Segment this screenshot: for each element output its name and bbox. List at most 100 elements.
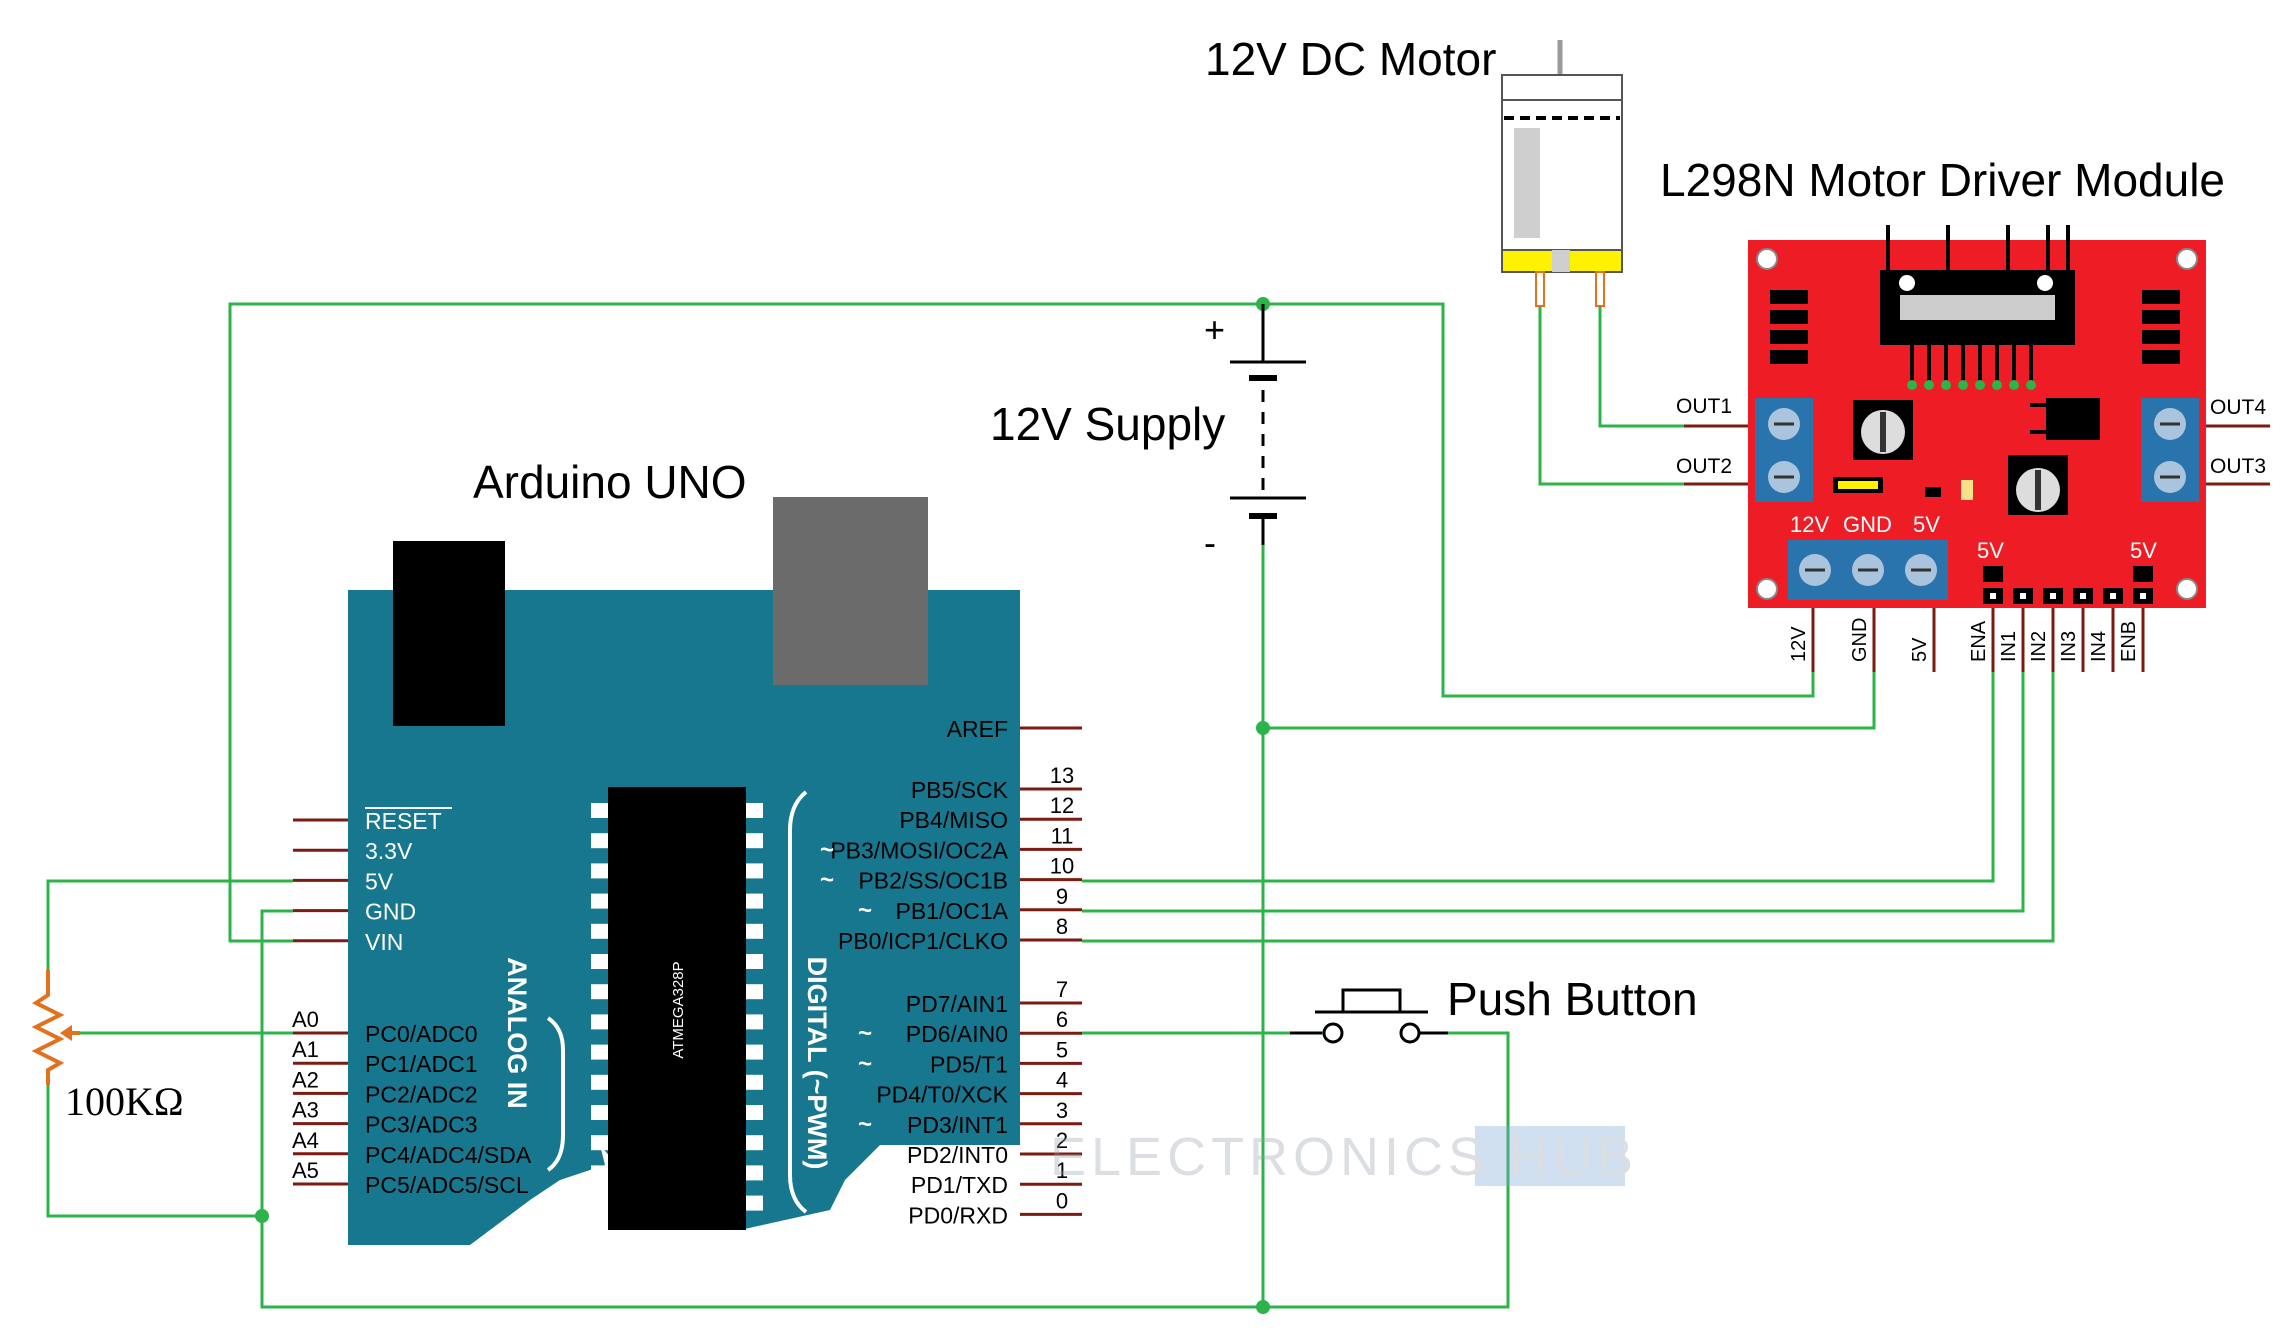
ic-leg-pad	[1992, 380, 2002, 390]
chip-pin	[591, 923, 608, 939]
digital-pin-number: 4	[1056, 1068, 1068, 1093]
terminal-label-5v: 5V	[1913, 512, 1940, 537]
digital-pin-name: PD5/T1	[930, 1051, 1008, 1077]
chip-pin	[591, 1044, 608, 1060]
analog-pin-number: A3	[292, 1098, 319, 1123]
pwm-marker: ~	[858, 1111, 872, 1138]
jumper-label-5v-left: 5V	[1977, 538, 2004, 563]
digital-pin-name: PD2/INT0	[907, 1142, 1008, 1168]
header-pin-hole	[2050, 593, 2056, 599]
push-button	[1290, 988, 1448, 1044]
supply-label: 12V Supply	[990, 398, 1225, 450]
jumper-pin	[2133, 566, 2153, 582]
analog-bracket	[546, 1016, 565, 1172]
wire-driver-gnd	[1263, 635, 1876, 730]
out1-label: OUT1	[1676, 395, 1732, 418]
chip-pin	[746, 1195, 763, 1211]
driver-pin-label-5v: 5V	[1909, 637, 1931, 662]
pin-label-gnd: GND	[365, 899, 416, 925]
pin-aref-label: AREF	[947, 716, 1008, 742]
driver-pin-label-in4: IN4	[2088, 631, 2110, 662]
analog-pin-name: PC1/ADC1	[365, 1051, 477, 1077]
digital-bracket	[788, 790, 808, 1214]
supply-minus: -	[1204, 522, 1216, 563]
wire-pot-gnd	[46, 1085, 262, 1218]
pwm-marker: ~	[820, 867, 834, 894]
header-pin-hole	[2140, 593, 2146, 599]
wire-motor-out2	[1538, 306, 1738, 486]
chip-pin	[591, 833, 608, 849]
analog-in-label: ANALOG IN	[502, 957, 532, 1109]
chip-pin	[591, 863, 608, 879]
pot-value-label: 100KΩ	[65, 1079, 184, 1124]
pin-label-5v: 5V	[365, 868, 394, 894]
chip-pin	[591, 1105, 608, 1120]
ic-leg-pad	[2009, 380, 2019, 390]
wire-5v-pot	[46, 879, 293, 970]
chip-pin	[591, 803, 608, 818]
out2-label: OUT2	[1676, 455, 1732, 478]
chip-pin	[746, 984, 763, 1000]
chip-pin	[746, 863, 763, 879]
digital-pin-name: PD4/T0/XCK	[876, 1082, 1008, 1108]
push-button-label: Push Button	[1447, 973, 1698, 1025]
digital-pin-number: 7	[1056, 977, 1068, 1002]
digital-pin-name: PD0/RXD	[908, 1202, 1008, 1228]
digital-pin-number: 8	[1056, 914, 1068, 939]
atmega-chip: ATMEGA328P	[591, 787, 763, 1230]
chip-pin	[746, 1044, 763, 1060]
driver-pin-label-12v: 12V	[1788, 626, 1810, 662]
driver-pin-label-ena: ENA	[1968, 620, 1990, 662]
supply-plus: +	[1204, 309, 1225, 350]
chip-pin	[591, 1074, 608, 1090]
pwm-marker: ~	[858, 1050, 872, 1077]
analog-pin-name: PC2/ADC2	[365, 1081, 477, 1107]
chip-label: ATMEGA328P	[670, 961, 687, 1058]
out3-label: OUT3	[2210, 455, 2266, 478]
pwm-marker: ~	[820, 836, 834, 863]
chip-pin	[591, 1195, 608, 1211]
pin-label-reset: RESET	[365, 808, 442, 834]
digital-pin-name: PD6/AIN0	[906, 1021, 1008, 1047]
chip-pin	[591, 1014, 608, 1030]
digital-pin-number: 10	[1050, 854, 1074, 879]
junction-bottom	[1256, 1300, 1270, 1314]
chip-pin	[746, 1074, 763, 1090]
driver-pin-label-in2: IN2	[2028, 631, 2050, 662]
battery-12v: + -	[1204, 304, 1306, 563]
ic-leg-pad	[1941, 380, 1951, 390]
driver-pin-label-in1: IN1	[1998, 631, 2020, 662]
pwm-marker: ~	[858, 1020, 872, 1047]
chip-pin	[746, 893, 763, 909]
analog-pin-name: PC5/ADC5/SCL	[365, 1172, 529, 1198]
chip-pin	[746, 1135, 763, 1151]
ic-leg-pad	[2026, 380, 2036, 390]
arduino-board: ATMEGA328P ANALOG IN DIGITAL (~PWM) AREF…	[292, 497, 1082, 1245]
wire-vin-12v	[228, 302, 1815, 943]
chip-pin	[746, 833, 763, 849]
header-pin-hole	[2080, 593, 2086, 599]
digital-pin-number: 3	[1056, 1098, 1068, 1123]
terminal-label-gnd: GND	[1843, 512, 1892, 537]
driver-pin-label-enb: ENB	[2118, 621, 2140, 662]
power-jack	[393, 541, 505, 726]
chip-pin	[591, 954, 608, 969]
pin-label-33v: 3.3V	[365, 838, 413, 864]
pwm-marker: TX	[854, 1172, 882, 1197]
wires	[46, 297, 2055, 1314]
watermark-text: ELECTRONICS HUB	[1050, 1127, 1638, 1187]
header-pin-hole	[2110, 593, 2116, 599]
chip-pin	[746, 1165, 763, 1181]
arduino-label: Arduino UNO	[473, 456, 747, 508]
l298n-driver: 12V GND 5V 5V 5V	[1748, 225, 2206, 608]
potentiometer	[31, 970, 80, 1085]
chip-pin	[746, 923, 763, 939]
analog-pin-number: A0	[292, 1007, 319, 1032]
digital-pin-name: PB1/OC1A	[896, 898, 1009, 924]
driver-pin-label-gnd: GND	[1849, 618, 1871, 662]
digital-pin-name: PD7/AIN1	[906, 991, 1008, 1017]
chip-pin	[746, 803, 763, 818]
digital-pin-number: 2	[1056, 1128, 1068, 1153]
digital-pwm-label: DIGITAL (~PWM)	[802, 957, 832, 1170]
